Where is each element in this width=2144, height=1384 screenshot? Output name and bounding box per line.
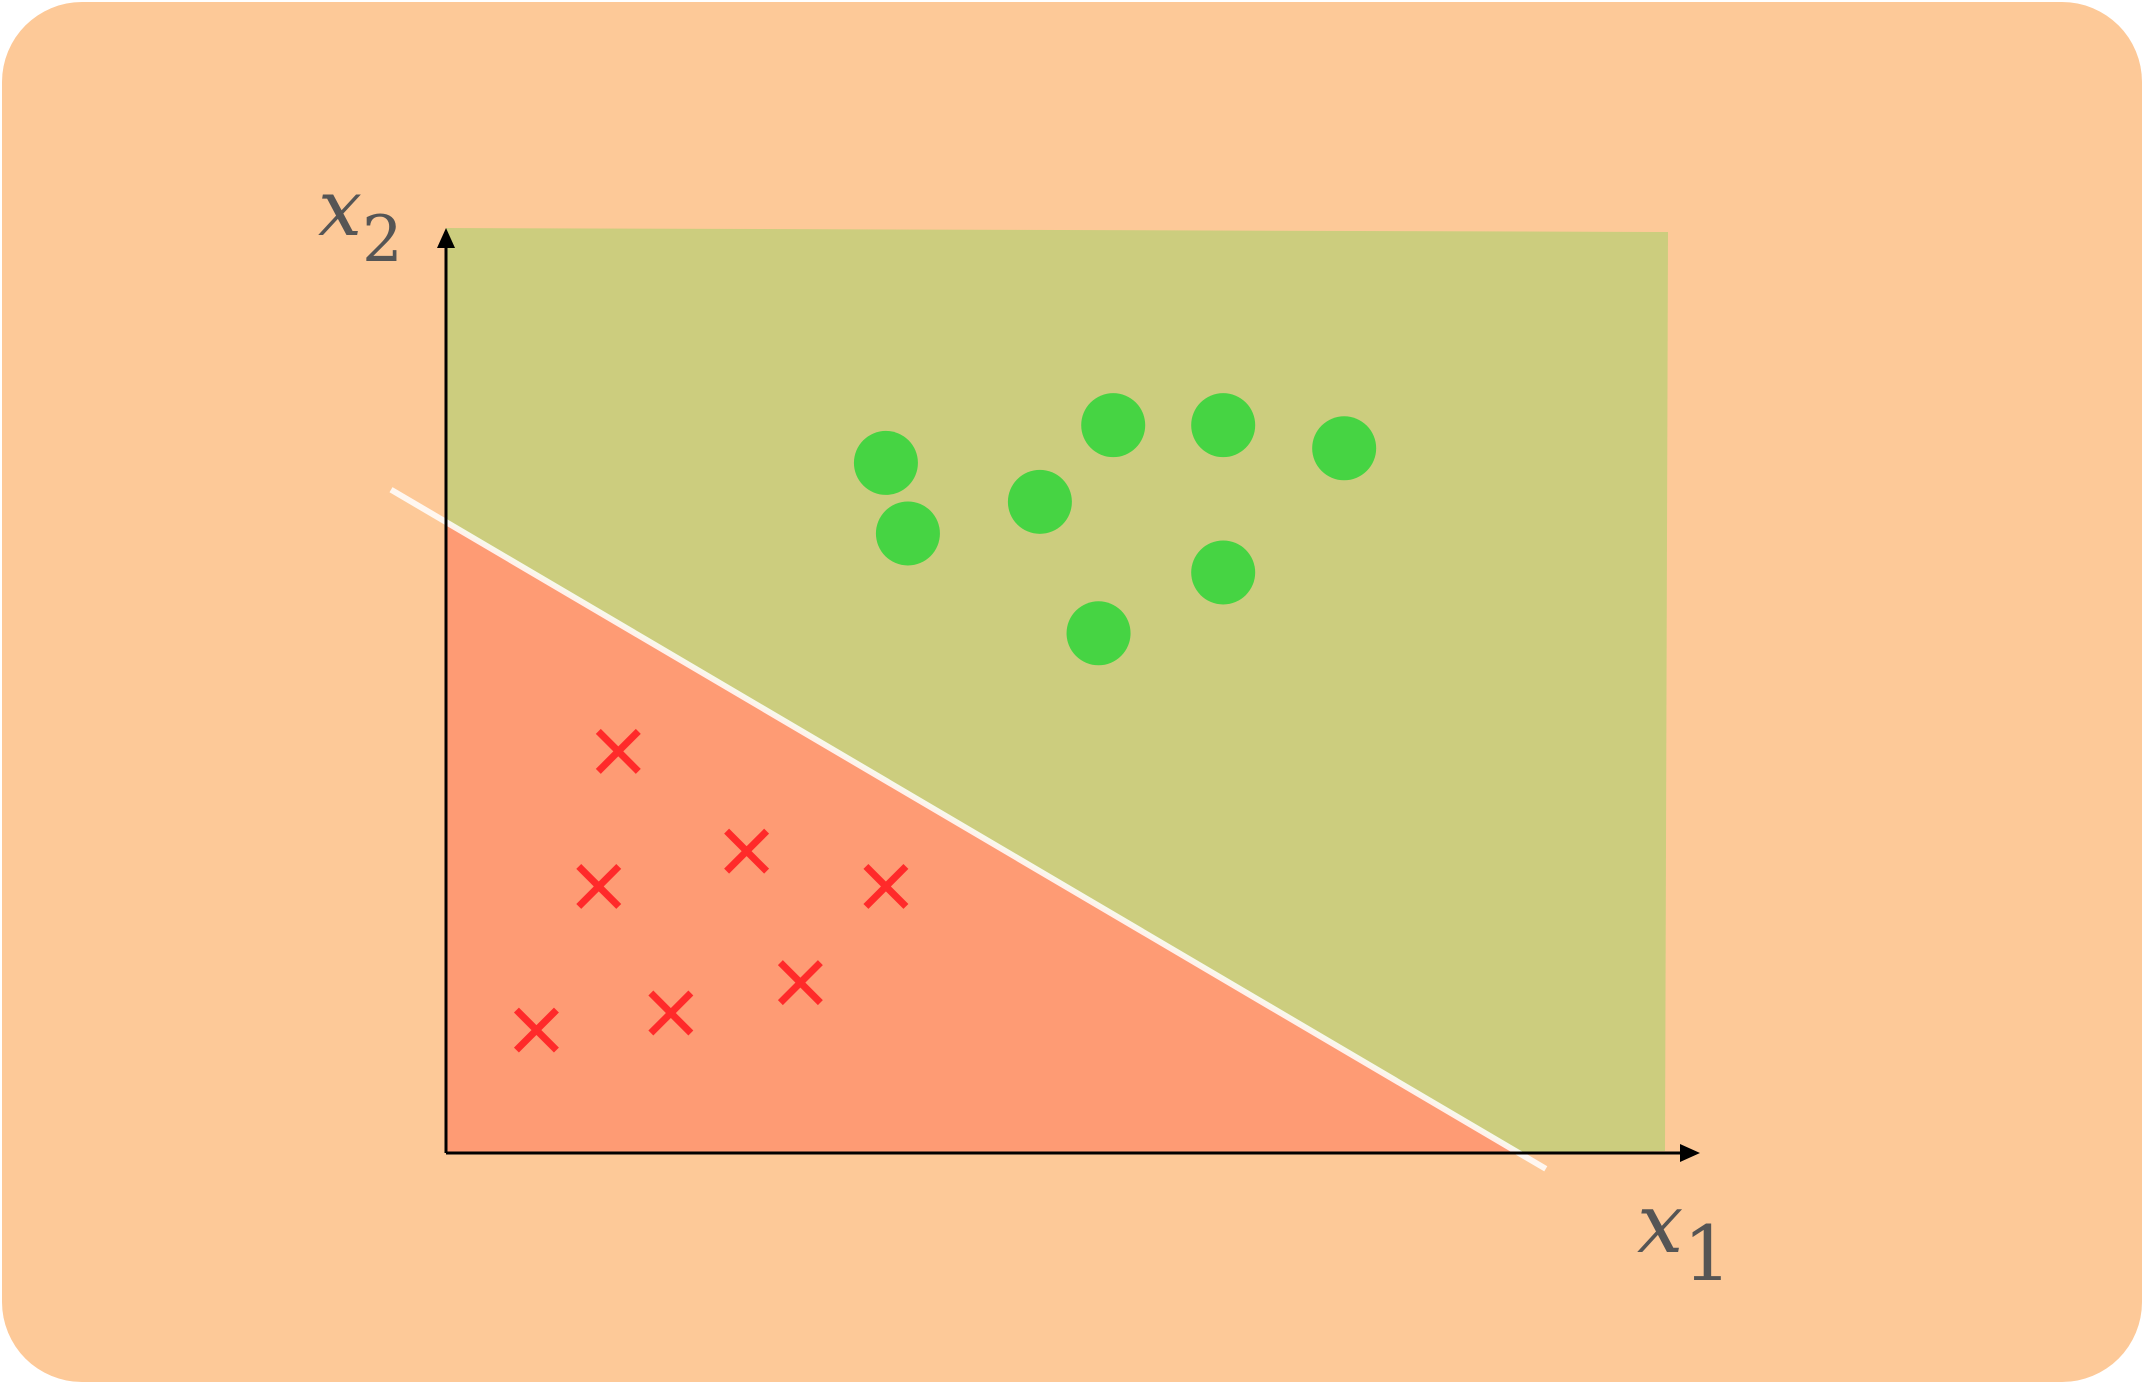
cross-point: [576, 863, 622, 909]
y-axis-label: x2: [318, 164, 403, 277]
cross-point: [595, 728, 641, 774]
circle-point: [853, 430, 918, 495]
cross-point: [724, 828, 770, 874]
plot-marks: [513, 393, 1377, 1053]
circle-point: [1191, 393, 1256, 458]
cross-point: [863, 863, 909, 909]
circle-point: [1066, 601, 1131, 666]
circle-point: [875, 501, 940, 566]
circle-point: [1007, 469, 1072, 534]
y-axis-arrow-icon: [437, 228, 455, 248]
decision-boundary: [389, 487, 1548, 1172]
cross-point: [648, 990, 694, 1036]
circle-point: [1191, 540, 1256, 605]
cross-point: [513, 1007, 559, 1053]
circle-point: [1312, 416, 1377, 481]
x-axis-arrow-icon: [1680, 1144, 1700, 1162]
circle-point: [1081, 393, 1146, 458]
cross-point: [777, 960, 823, 1006]
x-axis-label: x1: [1637, 1177, 1732, 1298]
